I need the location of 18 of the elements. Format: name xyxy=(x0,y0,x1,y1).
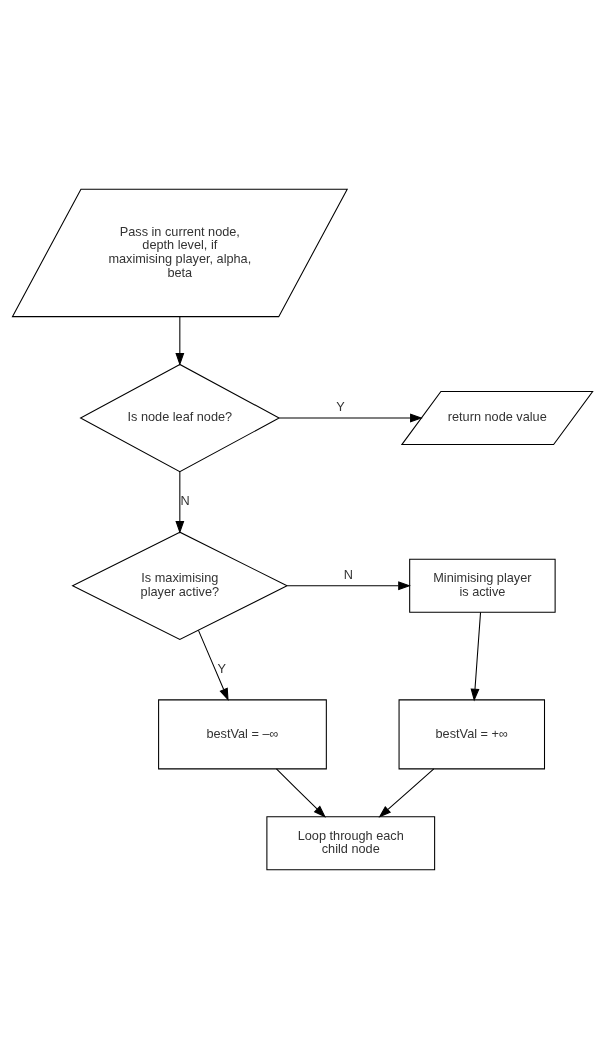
node-box: Minimising player is active xyxy=(409,558,556,613)
arrow xyxy=(275,767,326,818)
arrow xyxy=(378,767,435,818)
edge-label: N xyxy=(343,566,353,582)
node-box: Loop through each child node xyxy=(266,815,436,870)
arrow xyxy=(197,629,229,701)
arrow xyxy=(175,470,185,534)
edge-label: Y xyxy=(217,660,227,676)
node-diamond: Is maximising player active? xyxy=(71,531,289,640)
node-diamond: Is node leaf node? xyxy=(79,363,281,472)
arrow xyxy=(175,316,185,366)
node-box: bestVal = –∞ xyxy=(158,698,327,769)
node-box: bestVal = +∞ xyxy=(398,698,546,769)
arrow xyxy=(470,611,482,701)
arrow xyxy=(286,580,411,590)
edge-label: Y xyxy=(336,398,345,414)
arrow xyxy=(278,413,423,422)
edge-label: N xyxy=(180,492,190,508)
